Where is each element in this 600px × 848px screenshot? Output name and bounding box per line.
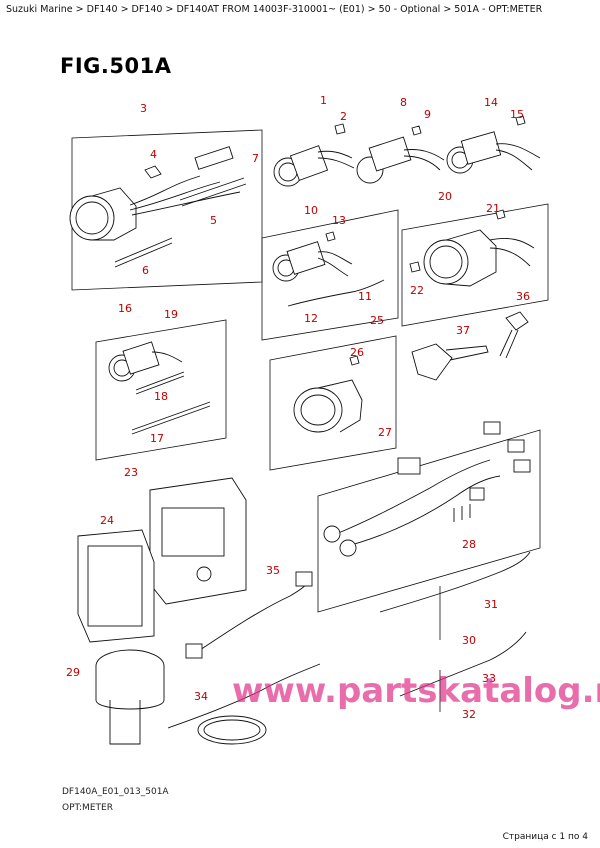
watermark-text: www.partskatalog.ru: [232, 671, 600, 711]
callout-labels: 3 4 5 6 7 1 2 8 9 14 15 10 13 11 12 20 2…: [66, 94, 530, 721]
part-group-1: [273, 123, 355, 187]
svg-text:7: 7: [252, 152, 259, 165]
part-group-34: [167, 663, 321, 745]
svg-text:32: 32: [462, 708, 476, 721]
part-group-27: [317, 421, 541, 613]
svg-text:28: 28: [462, 538, 476, 551]
svg-text:36: 36: [516, 290, 530, 303]
svg-text:17: 17: [150, 432, 164, 445]
svg-text:14: 14: [484, 96, 498, 109]
breadcrumb[interactable]: Suzuki Marine > DF140 > DF140 > DF140AT …: [6, 4, 543, 15]
svg-text:8: 8: [400, 96, 407, 109]
part-group-3: [69, 129, 263, 291]
svg-text:10: 10: [304, 204, 318, 217]
svg-text:19: 19: [164, 308, 178, 321]
svg-text:18: 18: [154, 390, 168, 403]
pagination: Страница с 1 по 4: [502, 832, 588, 842]
svg-text:21: 21: [486, 202, 500, 215]
svg-text:11: 11: [358, 290, 372, 303]
svg-text:33: 33: [482, 672, 496, 685]
part-group-36-37: [411, 311, 529, 381]
part-group-25: [269, 335, 397, 471]
part-group-16: [95, 319, 227, 461]
part-group-30-32: [379, 551, 531, 712]
svg-text:5: 5: [210, 214, 217, 227]
svg-text:29: 29: [66, 666, 80, 679]
svg-text:3: 3: [140, 102, 147, 115]
figure-code: DF140A_E01_013_501A: [62, 787, 169, 797]
part-group-23-24: [77, 477, 247, 643]
figure-title: FIG.501A: [60, 54, 172, 78]
svg-text:6: 6: [142, 264, 149, 277]
part-group-29: [95, 649, 165, 745]
svg-text:31: 31: [484, 598, 498, 611]
part-group-20: [401, 203, 549, 327]
svg-text:22: 22: [410, 284, 424, 297]
svg-text:1: 1: [320, 94, 327, 107]
svg-text:27: 27: [378, 426, 392, 439]
svg-text:15: 15: [510, 108, 524, 121]
svg-text:35: 35: [266, 564, 280, 577]
svg-text:4: 4: [150, 148, 157, 161]
part-group-8: [356, 125, 445, 184]
svg-text:13: 13: [332, 214, 346, 227]
svg-text:9: 9: [424, 108, 431, 121]
svg-text:12: 12: [304, 312, 318, 325]
part-group-10: [261, 209, 399, 341]
svg-text:16: 16: [118, 302, 132, 315]
part-group-35: [185, 571, 313, 659]
svg-text:23: 23: [124, 466, 138, 479]
svg-text:24: 24: [100, 514, 114, 527]
part-group-14: [446, 115, 541, 174]
figure-subtitle: OPT:METER: [62, 803, 113, 813]
svg-text:37: 37: [456, 324, 470, 337]
svg-text:25: 25: [370, 314, 384, 327]
svg-text:34: 34: [194, 690, 208, 703]
svg-text:20: 20: [438, 190, 452, 203]
svg-text:26: 26: [350, 346, 364, 359]
svg-text:2: 2: [340, 110, 347, 123]
svg-text:30: 30: [462, 634, 476, 647]
